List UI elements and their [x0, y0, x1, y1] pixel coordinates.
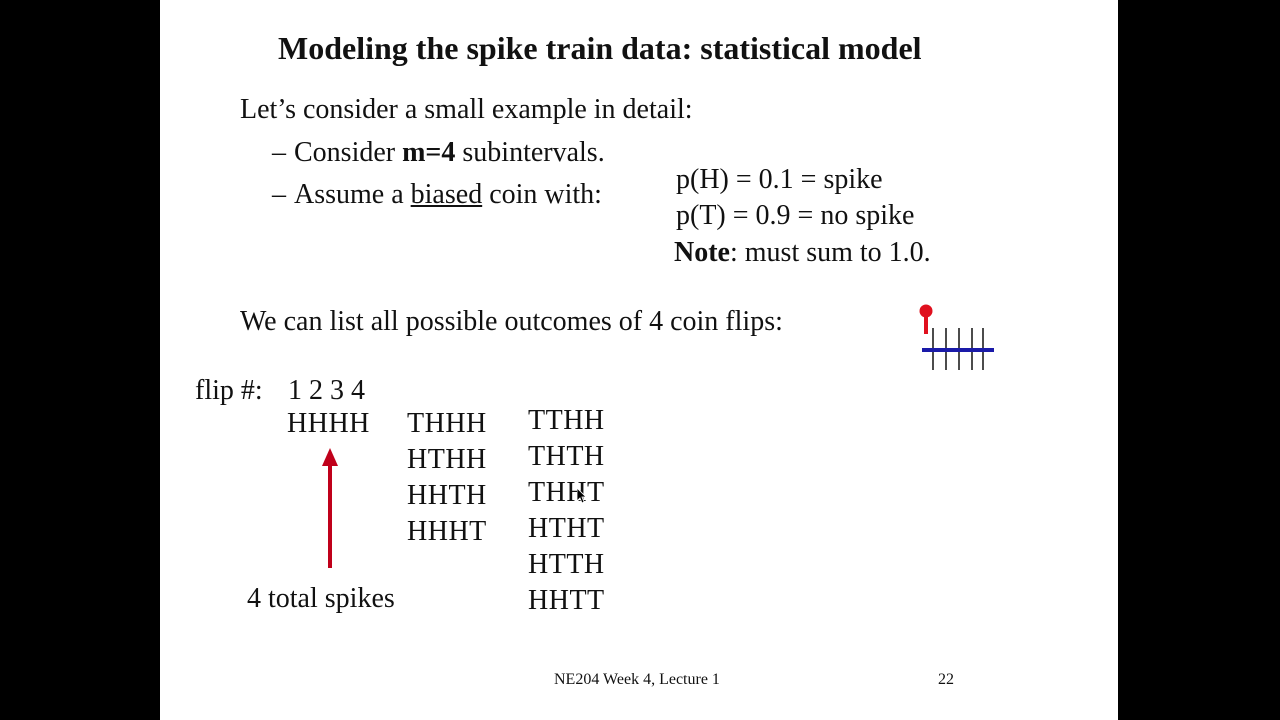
- bullet-biased-coin: –Assume a biased coin with:: [272, 179, 602, 210]
- total-spikes-label: 4 total spikes: [247, 583, 395, 614]
- bullet1-bold: m=4: [402, 137, 456, 168]
- outcome-item: HHTH: [407, 480, 487, 511]
- outcome-item: HTHT: [528, 513, 605, 544]
- flip-numbers: 1 2 3 4: [288, 375, 365, 406]
- up-arrow-icon: [322, 448, 338, 568]
- outcome-item: HHTT: [528, 585, 605, 616]
- footer-course: NE204 Week 4, Lecture 1: [554, 671, 720, 688]
- spike-train-diagram: [919, 304, 994, 370]
- outcome-item: TTHH: [528, 405, 605, 436]
- outcome-item: HHHT: [407, 516, 487, 547]
- bullet2-post: coin with:: [482, 179, 602, 210]
- bullet1-pre: Consider: [294, 137, 403, 168]
- prob-heads: p(H) = 0.1 = spike: [676, 164, 883, 195]
- bullet2-pre: Assume a: [294, 179, 411, 210]
- outcome-item: HTTH: [528, 549, 605, 580]
- spike-pin-head-icon: [919, 304, 933, 318]
- slide-title: Modeling the spike train data: statistic…: [278, 30, 922, 66]
- note-text: Note: must sum to 1.0.: [674, 237, 931, 269]
- bullet-subintervals: –Consider m=4 subintervals.: [272, 137, 605, 168]
- outcome-column-3-heads: THHH HTHH HHTH HHHT: [407, 406, 487, 550]
- slide: Modeling the spike train data: statistic…: [160, 0, 1118, 720]
- outcome-item: HHHH: [287, 408, 370, 439]
- note-bold: Note: [674, 237, 730, 268]
- outcome-item: THHH: [407, 408, 487, 439]
- mouse-cursor-icon: [577, 488, 587, 504]
- outcome-item: HTHH: [407, 444, 487, 475]
- outcome-item: THHT: [528, 477, 605, 508]
- intro-text: Let’s consider a small example in detail…: [240, 94, 693, 125]
- bullet1-post: subintervals.: [455, 137, 605, 168]
- flip-label: flip #:: [195, 375, 263, 406]
- prob-tails: p(T) = 0.9 = no spike: [676, 200, 915, 231]
- list-outcomes-text: We can list all possible outcomes of 4 c…: [240, 306, 783, 337]
- bullet2-underlined: biased: [410, 179, 483, 210]
- outcome-column-2-heads: TTHH THTH THHT HTHT HTTH HHTT: [528, 403, 605, 619]
- page-number: 22: [938, 671, 954, 688]
- outcome-item: THTH: [528, 441, 605, 472]
- note-rest: : must sum to 1.0.: [729, 237, 931, 268]
- outcome-column-4-heads: HHHH: [287, 406, 370, 442]
